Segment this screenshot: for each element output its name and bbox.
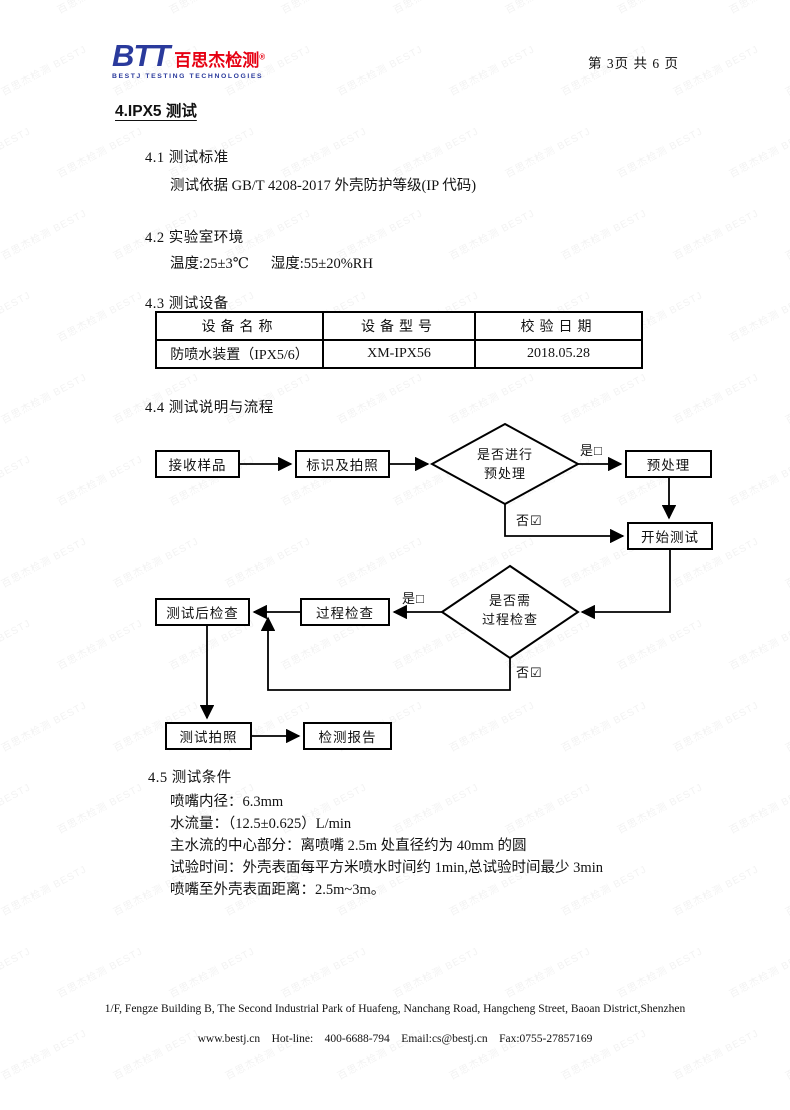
heading-4-2: 4.2 实验室环境 [145,230,244,246]
decision2-line2: 过程检查 [481,611,538,627]
page-number: 第 3页 共 6 页 [588,56,679,71]
cell-device-name: 防喷水装置（IPX5/6） [155,339,324,369]
decision1-text: 是否进行 预处理 [445,446,565,484]
heading-4-1: 4.1 测试标准 [145,150,229,166]
logo-subtitle: BESTJ TESTING TECHNOLOGIES [112,73,264,80]
decision2-line1: 是否需 [488,593,531,608]
flow-node-after-test-check: 测试后检查 [155,598,250,626]
flow-node-receive-sample: 接收样品 [155,450,240,478]
cell-device-model: XM-IPX56 [322,339,476,369]
flow-node-test-photo: 测试拍照 [165,722,252,750]
registered-mark: ® [259,51,266,61]
condition-test-time: 试验时间：外壳表面每平方米喷水时间约 1min,总试验时间最少 3min [170,860,603,876]
label-no-1: 否☑ [516,513,543,528]
flow-node-preprocess: 预处理 [625,450,712,478]
col-header-calibration-date: 校验日期 [474,311,643,341]
condition-flow-rate: 水流量：（12.5±0.625）L/min [170,816,352,832]
label-yes-1: 是□ [580,443,603,458]
logo-btt-text: BTT [112,38,170,73]
label-no-2: 否☑ [516,665,543,680]
flow-node-process-check: 过程检查 [300,598,390,626]
condition-nozzle-diameter: 喷嘴内径：6.3mm [170,794,284,810]
footer-contact: www.bestj.cn Hot-line: 400-6688-794 Emai… [197,1033,593,1045]
decision-diamond-process-check [440,564,580,660]
heading-4-3: 4.3 测试设备 [145,296,229,312]
col-header-device-model: 设备型号 [322,311,476,341]
decision1-line1: 是否进行 [476,447,533,462]
company-logo: BTT 百思杰检测® BESTJ TESTING TECHNOLOGIES [112,40,342,80]
section-title: 4.IPX5 测试 [115,103,197,120]
environment-text: 温度:25±3℃ 湿度:55±20%RH [170,256,373,272]
equipment-table: 设备名称 设备型号 校验日期 防喷水装置（IPX5/6） XM-IPX56 20… [155,311,643,369]
condition-core-stream: 主水流的中心部分：离喷嘴 2.5m 处直径约为 40mm 的圆 [170,838,527,854]
logo-chinese-name: 百思杰检测® [174,50,266,70]
heading-4-5: 4.5 测试条件 [148,770,232,786]
flow-node-report: 检测报告 [303,722,392,750]
decision2-text: 是否需 过程检查 [450,592,570,630]
heading-4-4: 4.4 测试说明与流程 [145,400,274,416]
equipment-table-header-row: 设备名称 设备型号 校验日期 [155,311,643,341]
label-yes-2: 是□ [402,591,425,606]
standard-text: 测试依据 GB/T 4208-2017 外壳防护等级(IP 代码) [170,178,477,194]
flow-node-mark-photo: 标识及拍照 [295,450,390,478]
table-row: 防喷水装置（IPX5/6） XM-IPX56 2018.05.28 [155,339,643,369]
flow-node-start-test: 开始测试 [627,522,713,550]
footer-address: 1/F, Fengze Building B, The Second Indus… [104,1003,686,1015]
flowchart-connectors [199,422,677,744]
arrow-start-to-decision2 [580,550,671,620]
col-header-device-name: 设备名称 [155,311,324,341]
decision1-line2: 预处理 [483,465,526,481]
cell-calibration-date: 2018.05.28 [474,339,643,369]
condition-distance: 喷嘴至外壳表面距离：2.5m~3m。 [170,882,386,898]
arrow-decision1-no-to-start [504,504,625,544]
test-flowchart: 接收样品 标识及拍照 预处理 开始测试 过程检查 测试后检查 测试拍照 检测报告… [0,420,790,770]
arrow-decision2-no-loop [260,616,511,691]
